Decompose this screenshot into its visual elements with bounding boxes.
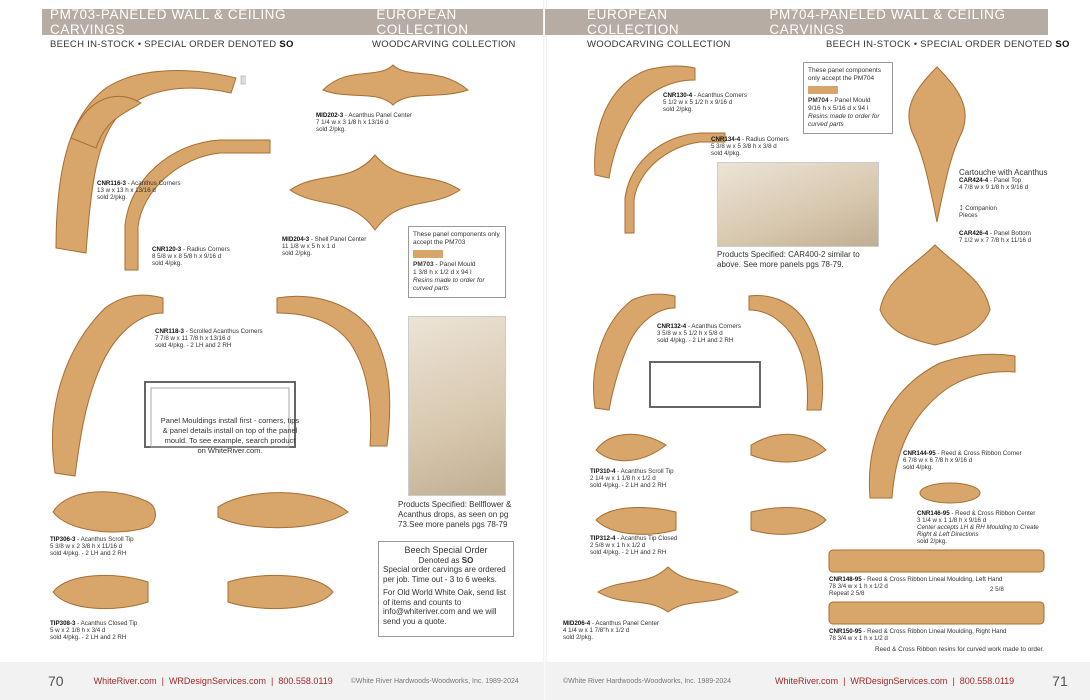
right-subheader: BEECH IN-STOCK • SPECIAL ORDER DENOTED S… (826, 39, 1070, 50)
page-gutter (543, 0, 547, 700)
cnr120-carving-image (124, 139, 271, 271)
car424-carving-image (908, 66, 966, 223)
label-cnr148: CNR148-95 - Reed & Cross Ribbon Lineal M… (829, 576, 1003, 597)
cnr118-left-carving-image (52, 294, 164, 477)
pm704-mould-swatch (808, 86, 838, 94)
cnr130-carving-image (594, 65, 696, 179)
right-products-specified: Products Specified: CAR400-2 similar to … (717, 250, 860, 269)
right-footer-phone: 800.558.0119 (959, 676, 1015, 686)
left-footer: 70 WhiteRiver.com| WRDesignServices.com|… (0, 662, 545, 700)
left-header-title: PM703-PANELED WALL & CEILING CARVINGS (50, 7, 287, 37)
left-room-photo (408, 316, 506, 496)
panel-diagram-image (144, 381, 296, 448)
cnr132-left-carving-image (593, 293, 676, 411)
left-products-specified: Products Specified: Bellflower & Acanthu… (398, 500, 512, 529)
tip308-carving-image (52, 575, 334, 609)
so-box-line2: For Old World White Oak, send list of it… (383, 588, 506, 626)
pm703-mould-swatch (413, 250, 443, 258)
cnr132-right-carving-image (748, 294, 824, 411)
special-order-box: Beech Special Order Denoted as SO Specia… (378, 541, 514, 637)
right-footer-copyright: ©White River Hardwoods-Woodworks, Inc. 1… (563, 677, 732, 685)
pm704-note: These panel components only accept the P… (803, 62, 893, 134)
left-footer-copyright: ©White River Hardwoods-Woodworks, Inc. 1… (350, 677, 519, 685)
right-footer: ©White River Hardwoods-Woodworks, Inc. 1… (545, 662, 1090, 700)
right-footer-site-link[interactable]: WhiteRiver.com (775, 676, 839, 686)
tip306-carving-image (52, 491, 349, 533)
left-page-number: 70 (48, 673, 64, 689)
cnr116-carving-image (55, 70, 246, 254)
install-instructions: Panel Mouldings install first - corners,… (160, 416, 300, 455)
tip312-carving-image (595, 506, 827, 535)
right-subheader-left: WOODCARVING COLLECTION (587, 39, 731, 50)
right-panel-photo (717, 162, 879, 247)
right-footer-design-link[interactable]: WRDesignServices.com (850, 676, 948, 686)
mid206-carving-image (597, 566, 739, 613)
reed-ribbon-moulding-image (828, 549, 1045, 625)
cnr134-carving-image (624, 132, 726, 234)
left-subheader-right: WOODCARVING COLLECTION (372, 39, 516, 50)
left-footer-site-link[interactable]: WhiteRiver.com (93, 676, 157, 686)
right-panel-diagram-image (649, 361, 761, 408)
label-cnr150: CNR150-95 - Reed & Cross Ribbon Lineal M… (829, 628, 1007, 642)
cnr118-right-carving-image (276, 295, 391, 447)
right-header-collection: EUROPEAN COLLECTION (587, 7, 680, 37)
left-header-bar: PM703-PANELED WALL & CEILING CARVINGS EU… (42, 7, 545, 37)
so-box-title: Beech Special Order (404, 545, 488, 555)
label-car424: Cartouche with Acanthus CAR424-4 - Panel… (959, 168, 1048, 191)
companion-pieces-note: ↕ Companion Pieces (959, 202, 997, 220)
mid204-carving-image (289, 154, 461, 231)
right-page-number: 71 (1052, 673, 1068, 689)
cnr146-carving-image (919, 482, 981, 504)
right-header-bar: EUROPEAN COLLECTION PM704-PANELED WALL &… (545, 7, 1048, 37)
pm703-note: These panel components only accept the P… (408, 226, 506, 298)
tip310-carving-image (595, 433, 827, 463)
companion-arrow-icon: ↕ (959, 202, 964, 212)
left-page: PM703-PANELED WALL & CEILING CARVINGS EU… (0, 7, 545, 700)
left-footer-design-link[interactable]: WRDesignServices.com (168, 676, 266, 686)
repeat-dimension: 2 5/8 (990, 586, 1004, 593)
right-page: EUROPEAN COLLECTION PM704-PANELED WALL &… (545, 0, 1090, 700)
mid202-carving-image (322, 64, 470, 106)
car426-carving-image (879, 244, 991, 346)
ribbon-resin-note: Reed & Cross Ribbon resins for curved wo… (875, 646, 1045, 653)
cnr144-carving-image (868, 353, 1016, 499)
left-header-collection: EUROPEAN COLLECTION (376, 7, 469, 37)
left-subheader: BEECH IN-STOCK • SPECIAL ORDER DENOTED S… (50, 39, 294, 50)
left-footer-phone: 800.558.0119 (278, 676, 333, 686)
so-box-line1: Special order carvings are ordered per j… (383, 565, 506, 584)
right-header-title: PM704-PANELED WALL & CEILING CARVINGS (769, 7, 1006, 37)
